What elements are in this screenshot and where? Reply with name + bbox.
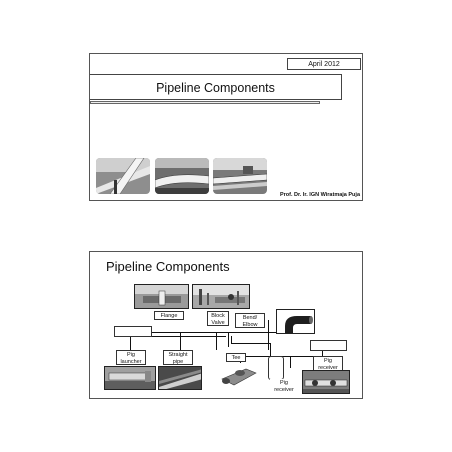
pig-launcher-label: Pig launcher xyxy=(116,350,146,365)
block-valve-photo xyxy=(192,284,250,309)
date-box: April 2012 xyxy=(287,58,361,70)
straight-pipe-label: Straight pipe xyxy=(163,350,193,365)
connector-line xyxy=(290,356,291,368)
connector-line xyxy=(322,348,323,357)
connector-line xyxy=(268,320,269,333)
empty-label-box xyxy=(114,326,152,337)
connector-line xyxy=(268,332,269,350)
flange-label: Flange xyxy=(154,311,184,320)
pig-receiver-label-top: Pig receiver xyxy=(313,356,343,371)
connector-line xyxy=(240,356,270,357)
connector-line xyxy=(270,343,271,356)
empty-label-box xyxy=(268,356,284,380)
flange-label-text: Flange xyxy=(160,313,178,319)
connector-line xyxy=(216,332,217,350)
pipeline-photo-3 xyxy=(213,158,267,194)
tee-photo xyxy=(216,363,264,390)
connector-line xyxy=(152,332,306,333)
tee-label: Tee xyxy=(226,353,246,362)
pipeline-photo-1 xyxy=(96,158,150,194)
pig-launcher-photo xyxy=(104,366,156,390)
pig-receiver-label-bottom: Pig receiver xyxy=(270,379,298,394)
title-underline-bar xyxy=(90,101,320,104)
elbow-photo xyxy=(276,309,315,334)
slide-title: Pipeline Components xyxy=(106,259,230,274)
author-name: Prof. Dr. Ir. IGN Wiratmaja Puja xyxy=(279,192,360,198)
pig-receiver-photo xyxy=(302,370,350,394)
slide-title: Pipeline Components xyxy=(90,74,342,100)
pipeline-photo-2 xyxy=(155,158,209,194)
connector-line xyxy=(180,332,181,352)
flange-photo xyxy=(134,284,189,309)
connector-line xyxy=(231,336,232,344)
connector-line xyxy=(130,336,131,353)
connector-line xyxy=(270,356,322,357)
components-slide: Pipeline Components xyxy=(89,251,363,399)
empty-label-box xyxy=(310,340,347,351)
connector-line xyxy=(231,343,271,344)
title-slide: April 2012 Pipeline Components Prof. Dr.… xyxy=(89,53,363,201)
bend-elbow-label: Bend/ Elbow xyxy=(235,313,265,328)
connector-line xyxy=(228,332,229,344)
connector-line xyxy=(130,336,226,337)
straight-pipe-photo xyxy=(158,366,202,390)
block-valve-label: Block Valve xyxy=(207,311,229,326)
